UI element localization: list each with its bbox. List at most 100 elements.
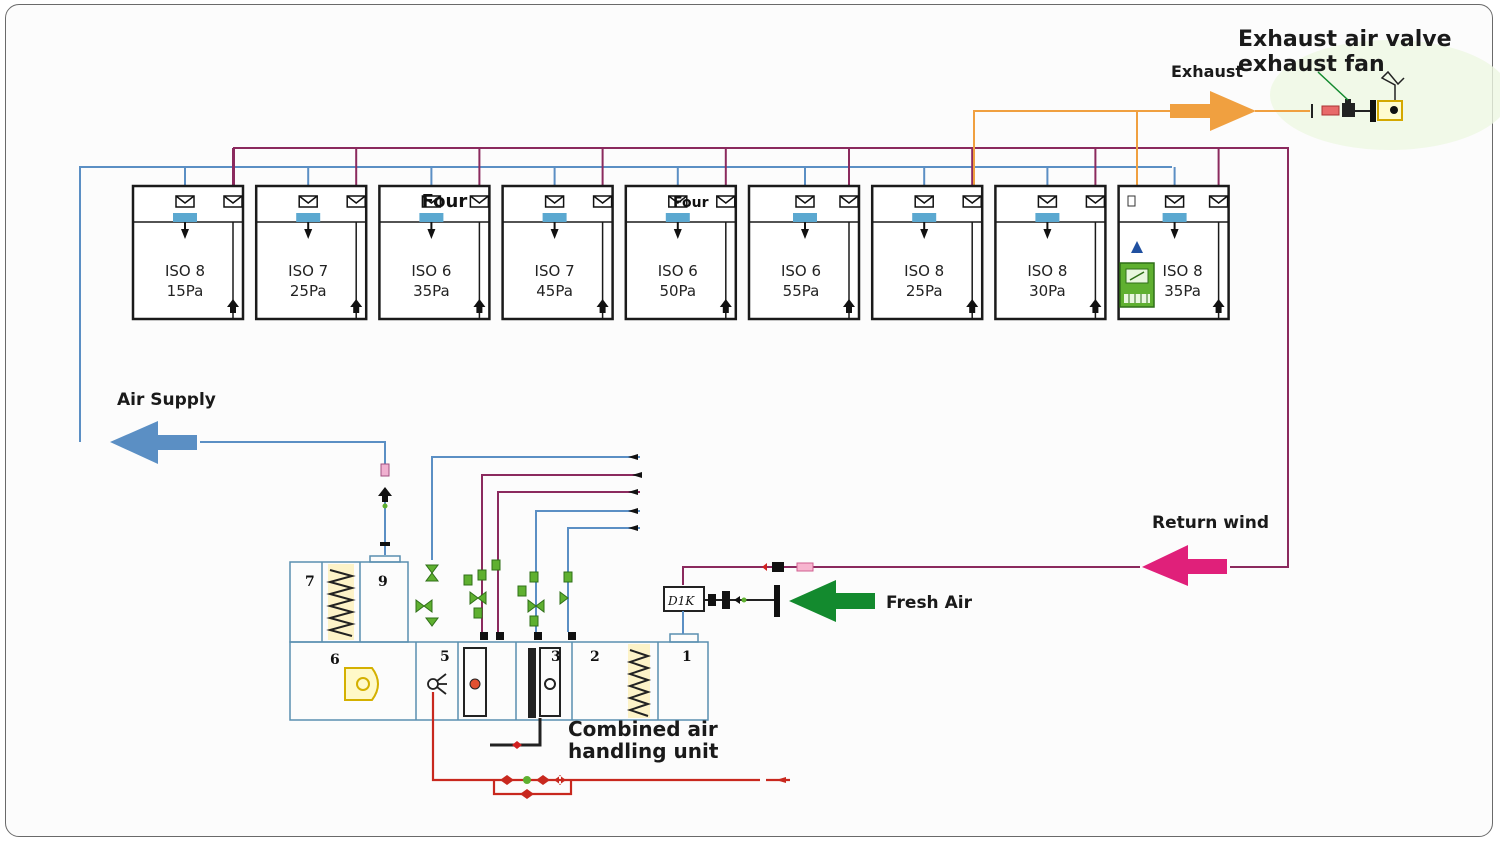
room-7-supply-damper	[914, 195, 934, 208]
ahu-supply-fan-icon	[344, 667, 379, 701]
room-7-pressure: 25Pa	[906, 282, 943, 300]
room-6-box	[747, 184, 861, 321]
combined-ahu-label-line1: Combined air	[568, 717, 718, 741]
room-9-pressure: 35Pa	[1164, 282, 1201, 300]
exhaust-air-valve-label: Exhaust air valve	[1238, 27, 1452, 52]
combined-air-handling-unit	[289, 555, 709, 721]
room-6-supply-damper	[795, 195, 815, 208]
room-1-return-damper	[223, 195, 243, 208]
fresh-air-box-label: D1K	[667, 594, 695, 608]
return-wind-arrow	[1142, 545, 1227, 586]
room-2-pressure: 25Pa	[290, 282, 327, 300]
room-9-supply-damper	[1164, 195, 1185, 208]
exhaust-arrow	[1170, 91, 1256, 131]
room-4-box	[501, 184, 614, 321]
room-8-iso-class: ISO 8	[1027, 262, 1067, 280]
room-5-box	[624, 184, 738, 321]
room-5: ISO 6 50Pa Four	[624, 184, 738, 321]
room-5-supply-damper	[668, 195, 688, 208]
room-4-supply-damper	[544, 195, 565, 208]
ahu-section-9: 9	[378, 574, 388, 590]
room-2-supply-damper	[298, 195, 318, 208]
fresh-air-arrow	[789, 580, 875, 622]
room-5-iso-class: ISO 6	[658, 262, 698, 280]
room-1-pressure: 15Pa	[167, 282, 204, 300]
return-wind-label: Return wind	[1152, 513, 1269, 533]
room-7-iso-class: ISO 8	[904, 262, 944, 280]
room-1-box	[131, 184, 245, 321]
room-3-pressure: 35Pa	[413, 282, 450, 300]
ahu-cooling-coils	[463, 647, 561, 749]
room-8-return-damper	[1085, 195, 1106, 208]
room-1: ISO 8 15Pa	[131, 184, 245, 321]
room-6-return-damper	[839, 195, 859, 208]
ahu-section-1: 1	[682, 649, 692, 665]
room-3-iso-class: ISO 6	[411, 262, 451, 280]
exhaust-label: Exhaust	[1171, 62, 1243, 81]
room-4-hepa-filter	[542, 213, 567, 222]
ahu-prefilter-coil	[626, 644, 652, 718]
ahu-section-6: 6	[330, 652, 340, 668]
room-3-box	[378, 184, 491, 321]
room-7: ISO 8 25Pa	[870, 184, 984, 321]
supply-riser-fittings	[378, 463, 392, 546]
room-7-return-damper	[962, 195, 982, 208]
room-3-return-damper	[469, 195, 490, 208]
fresh-air-inlet-assembly	[663, 585, 780, 634]
chilled-water-valves	[500, 775, 786, 799]
ahu-section-2: 2	[590, 649, 600, 665]
room-2: ISO 7 25Pa	[254, 184, 368, 321]
room-8-pressure: 30Pa	[1029, 282, 1066, 300]
room-3: ISO 6 35Pa Four	[378, 184, 491, 321]
room-4: ISO 7 45Pa	[501, 184, 614, 321]
room-5-pressure: 50Pa	[659, 282, 696, 300]
room-9-iso-class: ISO 8	[1163, 262, 1203, 280]
combined-ahu-label-line2: handling unit	[568, 739, 719, 763]
ahu-section-3: 3	[551, 649, 561, 665]
room-9-control-panel	[1119, 195, 1155, 308]
room-5-tag: Four	[673, 195, 709, 211]
ahu-outlet-arrowheads	[628, 454, 642, 531]
room-2-box	[254, 184, 368, 321]
ahu-section-7: 7	[305, 574, 315, 590]
room-9-hepa-filter	[1162, 213, 1187, 222]
ahu-valve-cluster-right	[517, 571, 573, 627]
room-6-iso-class: ISO 6	[781, 262, 821, 280]
room-6-hepa-filter	[793, 213, 817, 222]
room-4-iso-class: ISO 7	[535, 262, 575, 280]
fresh-air-label: Fresh Air	[886, 593, 973, 613]
room-6-pressure: 55Pa	[783, 282, 820, 300]
ahu-heating-coil	[326, 564, 356, 640]
ahu-valve-cluster-left	[415, 559, 501, 627]
room-7-box	[870, 184, 984, 321]
air-supply-arrow	[110, 421, 197, 464]
room-8-box	[994, 184, 1107, 321]
exhaust-fan-label: exhaust fan	[1238, 52, 1385, 77]
room-1-hepa-filter	[173, 213, 197, 222]
room-2-hepa-filter	[296, 213, 321, 222]
room-3-tag: Four	[422, 191, 468, 212]
room-8: ISO 8 30Pa	[994, 184, 1107, 321]
room-1-iso-class: ISO 8	[165, 262, 205, 280]
ahu-top-fittings	[480, 632, 576, 640]
room-3-hepa-filter	[419, 213, 444, 222]
room-8-hepa-filter	[1035, 213, 1060, 222]
room-4-return-damper	[592, 195, 613, 208]
exhaust-fan-glow	[1270, 40, 1500, 150]
ahu-section-5: 5	[440, 649, 450, 665]
room-3-supply-damper	[421, 195, 442, 208]
room-6: ISO 6 55Pa	[747, 184, 861, 321]
ahu-humidifier-icon	[427, 673, 447, 695]
room-9-return-damper	[1208, 195, 1229, 208]
room-2-return-damper	[346, 195, 366, 208]
room-7-hepa-filter	[912, 213, 937, 222]
room-4-pressure: 45Pa	[536, 282, 573, 300]
exhaust-valve-fan-assembly	[1311, 70, 1405, 122]
diagram-frame	[5, 4, 1493, 837]
room-5-return-damper	[716, 195, 736, 208]
room-1-supply-damper	[175, 195, 195, 208]
air-supply-label: Air Supply	[117, 390, 216, 410]
room-2-iso-class: ISO 7	[288, 262, 328, 280]
return-duct-dampers	[762, 562, 814, 572]
